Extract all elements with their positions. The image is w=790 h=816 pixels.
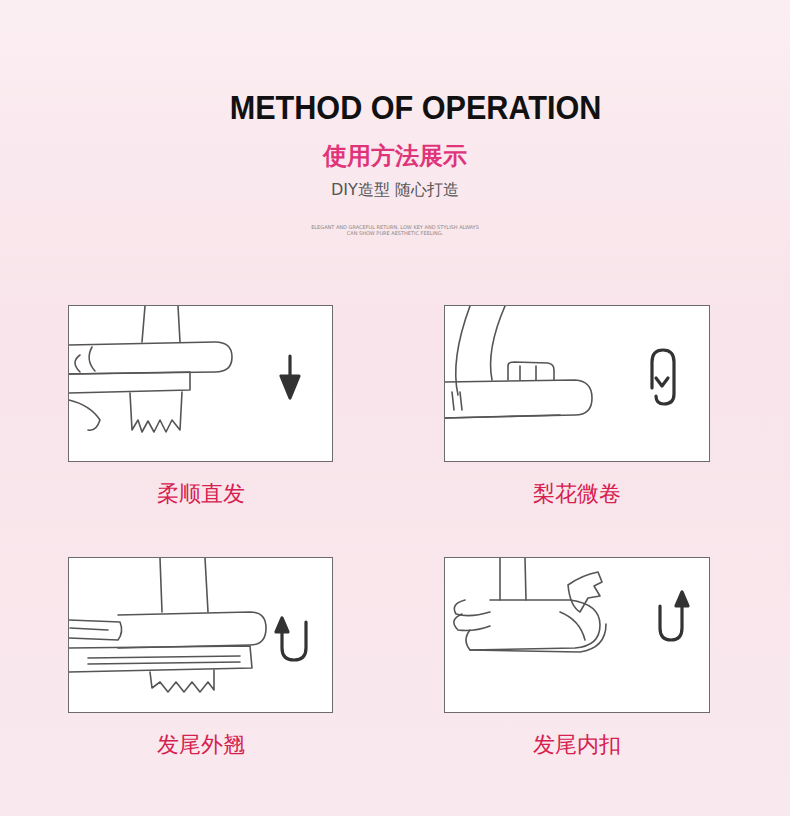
caption: 发尾外翘 — [69, 730, 332, 760]
subtitle: 使用方法展示 — [323, 142, 467, 171]
title: METHOD OF OPERATION — [230, 88, 602, 127]
panel: 发尾外翘 — [68, 557, 333, 713]
panel: 柔顺直发 — [68, 305, 333, 462]
flick-in-illustration — [454, 558, 606, 652]
fine-print: ELEGANT AND GRACEFUL RETURN, LOW KEY AND… — [310, 224, 480, 236]
straight-illustration — [69, 306, 232, 432]
loop-arrow — [652, 350, 674, 404]
tagline: DIY造型 随心打造 — [331, 180, 459, 199]
flick-out-illustration — [69, 558, 266, 692]
caption: 梨花微卷 — [445, 479, 709, 509]
curl-illustration — [445, 306, 592, 418]
caption: 发尾内扣 — [445, 730, 709, 760]
panel: 梨花微卷 — [444, 305, 710, 462]
panel: 发尾内扣 — [444, 557, 710, 713]
caption: 柔顺直发 — [69, 479, 332, 509]
